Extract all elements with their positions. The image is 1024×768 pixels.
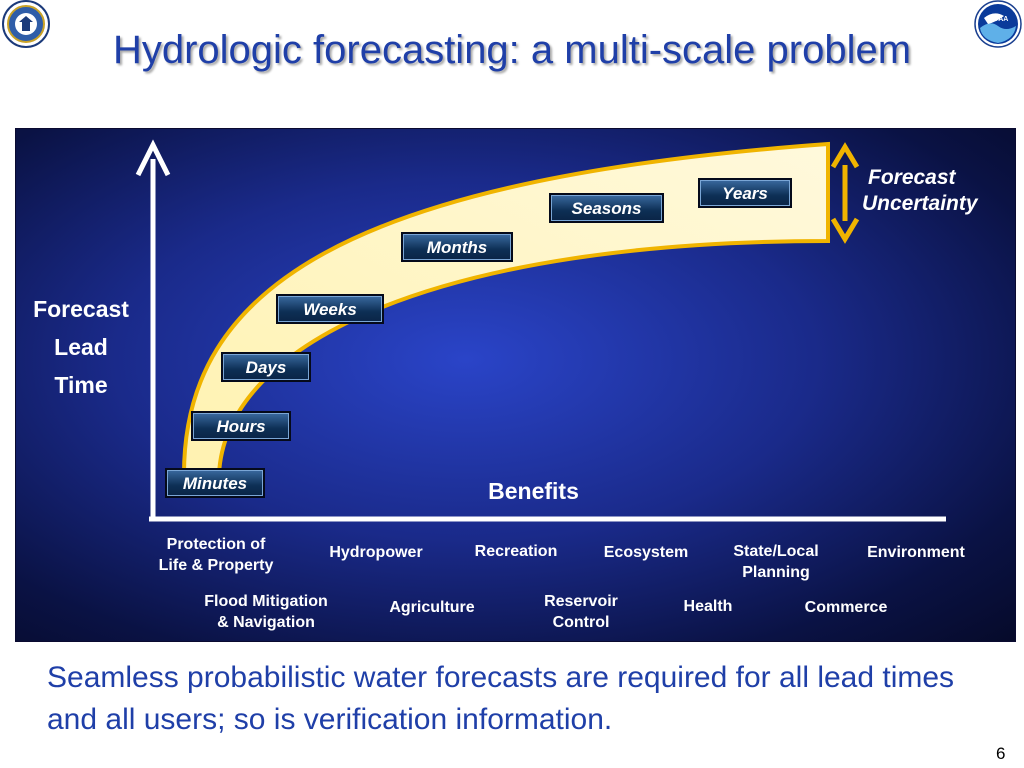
benefit-flood-mitigation-navigation: Flood Mitigation & Navigation: [204, 593, 328, 631]
y-axis-label-line: Forecast: [33, 296, 129, 322]
benefit-health: Health: [683, 598, 733, 615]
x-axis-label: Benefits: [488, 478, 579, 504]
noaa-logo-icon: NOAA: [974, 0, 1022, 48]
benefit-agriculture: Agriculture: [389, 599, 475, 616]
slide-title: Hydrologic forecasting: a multi-scale pr…: [112, 28, 912, 72]
benefit-reservoir-control: Reservoir Control: [544, 593, 618, 631]
scale-box-seasons: Seasons: [549, 193, 664, 223]
benefit-state-local-planning: State/Local Planning: [733, 543, 819, 581]
benefit-hydropower: Hydropower: [329, 544, 423, 561]
scale-box-months: Months: [401, 232, 513, 262]
department-of-commerce-seal-icon: [2, 0, 50, 48]
scale-box-years: Years: [698, 178, 792, 208]
scale-box-minutes: Minutes: [165, 468, 265, 498]
benefit-protection-of-life-property: Protection of Life & Property: [158, 536, 274, 574]
benefit-ecosystem: Ecosystem: [603, 544, 689, 561]
uncertainty-label-line: Forecast: [868, 166, 956, 189]
y-axis-arrowhead: [135, 139, 171, 177]
page-number: 6: [996, 744, 1006, 763]
benefit-recreation: Recreation: [474, 543, 558, 560]
benefit-commerce: Commerce: [804, 599, 888, 616]
uncertainty-label: Forecast Uncertainty: [862, 165, 1012, 217]
uncertainty-arrow-bottom: [830, 217, 860, 244]
svg-text:NOAA: NOAA: [988, 16, 1009, 23]
uncertainty-label-line: Uncertainty: [862, 192, 978, 215]
y-axis-label-line: Time: [54, 372, 108, 398]
uncertainty-arrow-top: [830, 142, 860, 169]
y-axis-label: Forecast Lead Time: [21, 290, 141, 404]
scale-box-hours: Hours: [191, 411, 291, 441]
benefit-environment: Environment: [867, 544, 965, 561]
scale-box-weeks: Weeks: [276, 294, 384, 324]
scale-box-days: Days: [221, 352, 311, 382]
footer-text: Seamless probabilistic water forecasts a…: [47, 661, 955, 736]
y-axis-label-line: Lead: [54, 334, 108, 360]
diagram-panel: Minutes Hours Days Weeks Months Seasons …: [15, 128, 1016, 642]
